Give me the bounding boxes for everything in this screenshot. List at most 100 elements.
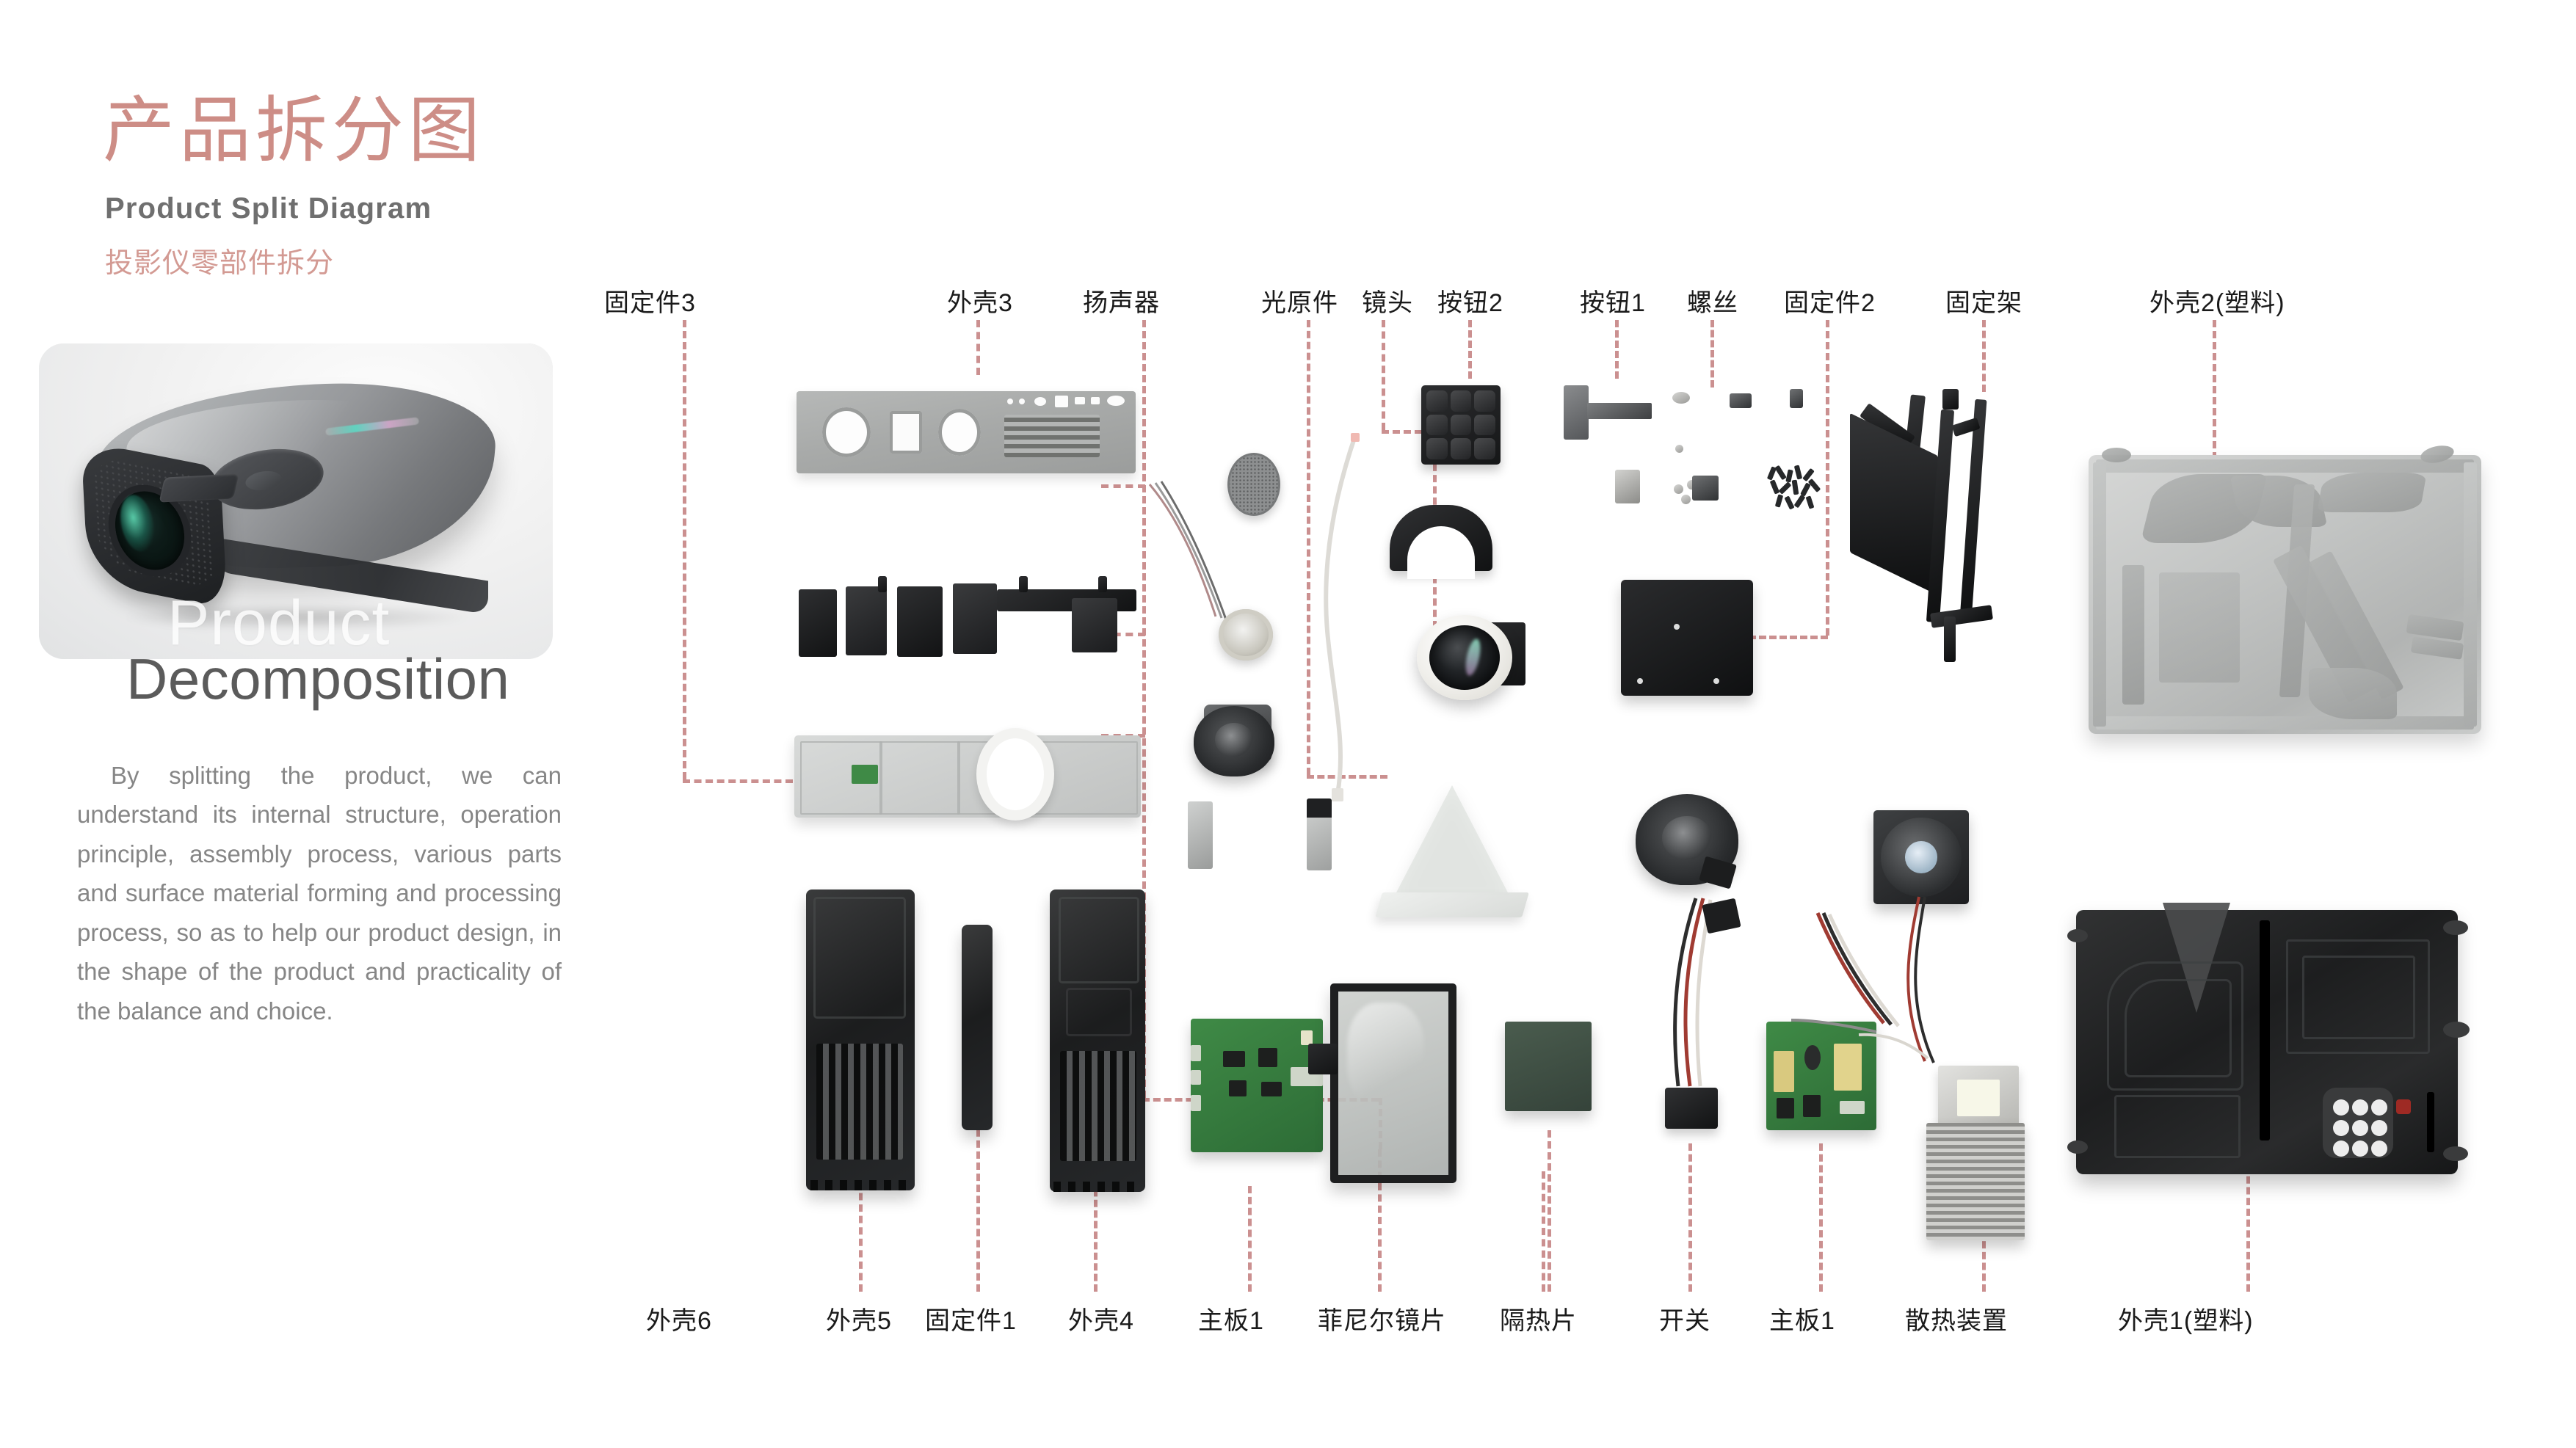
housing2-ear-topleft	[2102, 448, 2131, 462]
part-label-top-8: 固定件2	[1784, 289, 1876, 317]
blower-hub	[1214, 723, 1254, 757]
projector-illustration	[81, 377, 501, 630]
screw-large	[1790, 389, 1803, 408]
housing1-rib-right	[2427, 1092, 2434, 1152]
housing2-scoop	[2309, 668, 2397, 719]
faceplate-slot	[890, 411, 922, 454]
part-label-top-3: 光原件	[1261, 289, 1338, 317]
bracket-leg-3	[897, 586, 943, 657]
keypad-key-up	[1450, 390, 1472, 412]
housing1-foot-br	[2443, 1146, 2468, 1161]
bracket-leg-5	[1072, 598, 1117, 652]
part-keypad	[1421, 385, 1501, 465]
keypad-key-right	[1474, 414, 1495, 436]
housing1-btn-9	[2371, 1140, 2387, 1157]
speaker-wires	[1148, 481, 1227, 620]
part-label-top-5: 按钮2	[1437, 289, 1503, 317]
housing1-btn-2	[2352, 1099, 2368, 1116]
part-speaker-driver-ring	[1219, 609, 1273, 661]
guide-cell-1	[800, 741, 882, 815]
housing1-trace-3	[2286, 939, 2430, 1054]
housing2-duct-3	[2317, 473, 2427, 512]
pcb-chip-2	[1258, 1048, 1277, 1067]
housing2-edge-bottom	[2096, 716, 2474, 730]
page-title-english: Product Split Diagram	[105, 192, 432, 225]
part-light-source-cable	[1324, 433, 1360, 801]
funnel-body	[1395, 785, 1509, 895]
part-label-top-0: 固定件3	[604, 289, 696, 317]
button-bar-strip	[1587, 403, 1652, 419]
hero-heading: Decomposition	[126, 647, 510, 711]
part-plastic-housing-lower	[2067, 903, 2470, 1174]
housing1-btn-8	[2352, 1140, 2368, 1157]
bracket-leg-4	[953, 583, 997, 654]
leader-lens-vertical	[1382, 320, 1385, 430]
part-label-bottom-7: 开关	[1659, 1307, 1710, 1335]
pcb-connector-1	[1191, 1045, 1201, 1061]
faceplate-port-5	[1075, 397, 1085, 404]
hero-ghost-word: Product	[167, 588, 391, 658]
projector-slider	[159, 473, 239, 503]
housing2-wall-left	[2122, 565, 2144, 705]
leader-waike3-vertical	[976, 320, 980, 375]
led-die	[1957, 1080, 2000, 1116]
housing1-trace-1	[2107, 961, 2243, 1091]
bracket-leg-2	[846, 586, 887, 655]
fresnel-sheen	[1347, 1003, 1424, 1109]
part-heat-shield	[1505, 1022, 1592, 1111]
leader-guding2-horizontal	[1749, 636, 1828, 639]
leader-guding3-vertical	[683, 320, 686, 779]
part-axial-fan	[1873, 810, 1969, 904]
pcb-cap	[1301, 1030, 1313, 1045]
axial-fan-hub	[1904, 841, 1938, 873]
part-power-switch	[1665, 1088, 1718, 1129]
projector-shadow	[124, 605, 469, 630]
part-lens-assembly	[1417, 615, 1512, 700]
housing2-edge-right	[2464, 462, 2477, 727]
leader-lens-horizontal	[1382, 430, 1433, 434]
faceplate-hole-left	[822, 407, 871, 457]
faceplate-port-1	[1007, 399, 1013, 404]
part-metal-faceplate	[797, 391, 1136, 473]
power-board-cap-1	[1804, 1045, 1821, 1070]
part-label-bottom-8: 主板1	[1769, 1307, 1835, 1335]
guide-mini-pcb	[852, 765, 878, 784]
bracket-plate-left	[1850, 412, 1938, 596]
part-mount-bracket	[1850, 389, 2056, 668]
guide-light-ring	[976, 728, 1054, 821]
keypad-key-power	[1474, 390, 1495, 412]
part-screws-cluster	[1659, 382, 1923, 572]
part-label-bottom-0: 外壳6	[646, 1307, 712, 1335]
faceplate-port-3	[1034, 397, 1046, 406]
leader-speaker-branch-1	[1101, 484, 1145, 488]
keypad-key-ok	[1450, 414, 1472, 436]
vent-right-frame	[1059, 897, 1139, 983]
lens-glass	[1429, 625, 1501, 691]
leader-waike1-vertical	[2246, 1165, 2250, 1292]
part-vent-panel-right	[1050, 889, 1145, 1192]
part-light-guide-panel	[794, 728, 1141, 821]
page-subtitle-chinese: 投影仪零部件拆分	[105, 248, 335, 279]
part-fresnel-connector	[1308, 1044, 1338, 1074]
keypad-key-back	[1474, 438, 1495, 459]
pcb-connector-2	[1191, 1070, 1201, 1085]
housing1-trace-2	[2125, 979, 2232, 1077]
housing1-btn-1	[2333, 1099, 2349, 1116]
power-board-pad	[1840, 1101, 1865, 1114]
part-lens-shroud	[1390, 505, 1492, 579]
part-blower-fan	[1194, 706, 1274, 776]
power-board-xformer-1	[1774, 1051, 1794, 1092]
bracket-pin-1	[878, 576, 887, 592]
leader-speaker-branch-2	[1101, 633, 1145, 636]
plate-hole-2	[1713, 678, 1719, 684]
faceplate-hole-right	[938, 409, 981, 456]
faceplate-port-7	[1107, 396, 1125, 406]
part-metal-tab-a	[1188, 801, 1213, 869]
page-title-chinese: 产品拆分图	[103, 90, 485, 170]
part-speaker-mesh	[1227, 453, 1280, 516]
part-label-top-10: 外壳2(塑料)	[2149, 289, 2285, 317]
pcb-chip-1	[1223, 1051, 1245, 1067]
housing1-foot-bl	[2067, 1140, 2088, 1154]
part-label-bottom-5: 菲尼尔镜片	[1318, 1307, 1446, 1335]
bracket-pin-2	[1019, 576, 1028, 592]
